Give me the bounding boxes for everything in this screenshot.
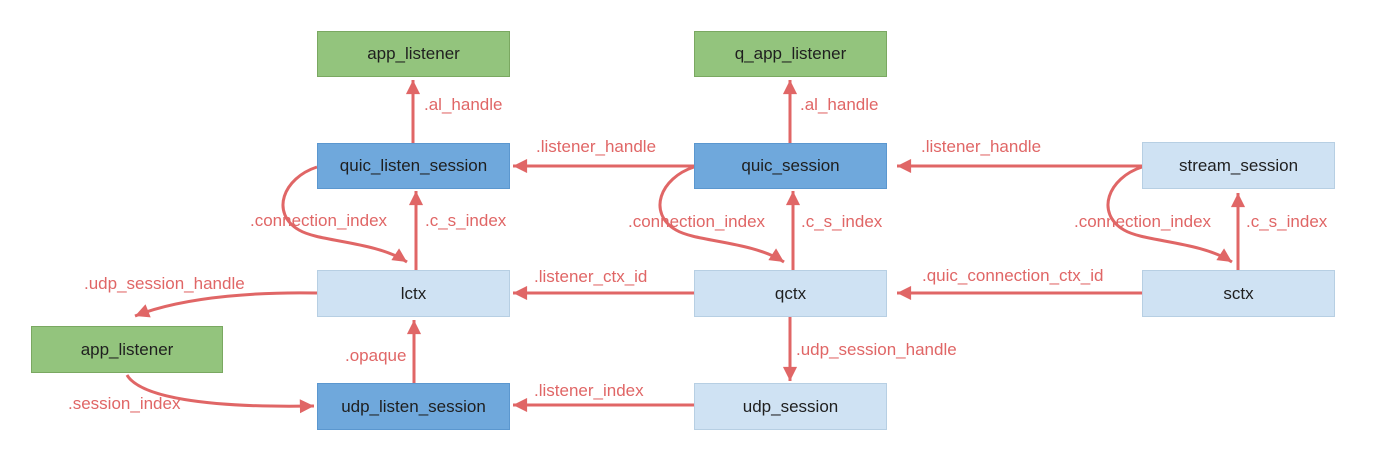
- node-quic-session: quic_session: [694, 143, 887, 189]
- edge-label-opaque: .opaque: [345, 346, 407, 365]
- node-udp-session: udp_session: [694, 383, 887, 430]
- node-label: quic_session: [741, 156, 840, 175]
- edge-label-listener-handle-left: .listener_handle: [536, 137, 657, 156]
- edge-label-connection-index-mid: .connection_index: [628, 212, 766, 231]
- edge-label-connection-index-right: .connection_index: [1074, 212, 1212, 231]
- edge-label-c-s-index-left: .c_s_index: [425, 211, 507, 230]
- node-label: quic_listen_session: [339, 156, 488, 175]
- edge-label-al-handle-left: .al_handle: [424, 95, 503, 114]
- node-label: stream_session: [1178, 155, 1299, 175]
- node-app-listener-bottom: app_listener: [31, 326, 223, 373]
- edge-label-listener-index: .listener_index: [534, 381, 644, 400]
- node-lctx: lctx: [317, 270, 510, 317]
- node-quic-listen-session: quic_listen_session: [317, 143, 510, 189]
- node-qctx: qctx: [694, 270, 887, 317]
- edge-label-connection-index-left: .connection_index: [250, 211, 388, 230]
- edge-udp-session-handle-left: [134, 291, 318, 318]
- node-q-app-listener: q_app_listener: [694, 31, 887, 77]
- node-label: sctx: [1223, 283, 1254, 303]
- node-udp-listen-session: udp_listen_session: [317, 383, 510, 430]
- edge-label-listener-handle-right: .listener_handle: [921, 137, 1042, 156]
- node-label: app_listener: [80, 339, 174, 359]
- node-label: app_listener: [367, 44, 460, 63]
- edge-connection-index-mid: [658, 165, 785, 264]
- node-label: qctx: [774, 283, 807, 303]
- edge-label-udp-session-handle-left: .udp_session_handle: [84, 274, 245, 293]
- node-label: q_app_listener: [734, 44, 847, 63]
- node-label: udp_session: [742, 396, 839, 416]
- edge-label-al-handle-mid: .al_handle: [800, 95, 879, 114]
- node-sctx: sctx: [1142, 270, 1335, 317]
- edge-label-session-index: .session_index: [68, 394, 181, 413]
- edge-label-c-s-index-mid: .c_s_index: [801, 212, 883, 231]
- edge-label-listener-ctx-id: .listener_ctx_id: [534, 267, 648, 286]
- node-label: udp_listen_session: [341, 396, 486, 416]
- edge-label-quic-connection-ctx-id: .quic_connection_ctx_id: [922, 266, 1104, 285]
- node-app-listener-top: app_listener: [317, 31, 510, 77]
- edge-session-index: [125, 374, 315, 414]
- edge-connection-index-right: [1106, 165, 1233, 264]
- edge-connection-index-left: [281, 165, 408, 264]
- node-stream-session: stream_session: [1142, 142, 1335, 189]
- node-label: lctx: [400, 283, 427, 303]
- edge-label-c-s-index-right: .c_s_index: [1246, 212, 1328, 231]
- edge-label-udp-session-handle-mid: .udp_session_handle: [796, 340, 957, 359]
